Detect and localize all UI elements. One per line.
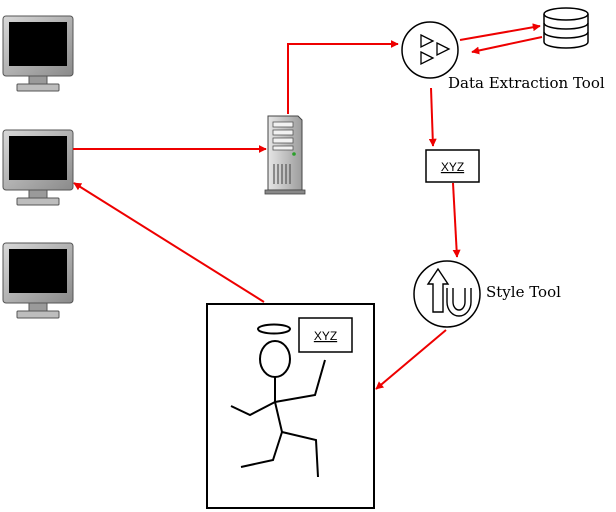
arrow-panel-to-monitor [73, 182, 265, 303]
stick-figure-icon [230, 323, 326, 478]
xyz-box: XYZ [425, 149, 480, 183]
arrow-xyz-to-style-tool [452, 182, 461, 258]
style-tool-label: Style Tool [486, 283, 561, 301]
server-tower-icon [264, 115, 306, 195]
recycle-arrow-icon [426, 267, 472, 317]
stick-figure-panel: XYZ [206, 303, 375, 509]
data-extraction-tool-node [401, 21, 459, 79]
monitor-icon [2, 15, 74, 92]
arrow-extraction-tool-to-xyz [428, 87, 437, 147]
data-extraction-tool-label: Data Extraction Tool [448, 74, 605, 92]
database-icon [543, 7, 589, 49]
style-tool-node [413, 260, 481, 328]
arrow-server-to-extraction-tool [287, 40, 399, 114]
xyz-box-label: XYZ [441, 160, 464, 174]
play-triangles-icon [420, 33, 451, 66]
arrow-style-tool-to-panel [375, 329, 447, 390]
arrow-extraction-tool-to-database [459, 23, 541, 41]
xyz-sign-label: XYZ [314, 329, 337, 343]
xyz-sign: XYZ [298, 317, 353, 353]
arrow-database-to-extraction-tool [471, 36, 543, 55]
monitor-icon [2, 129, 74, 206]
monitor-icon [2, 242, 74, 319]
